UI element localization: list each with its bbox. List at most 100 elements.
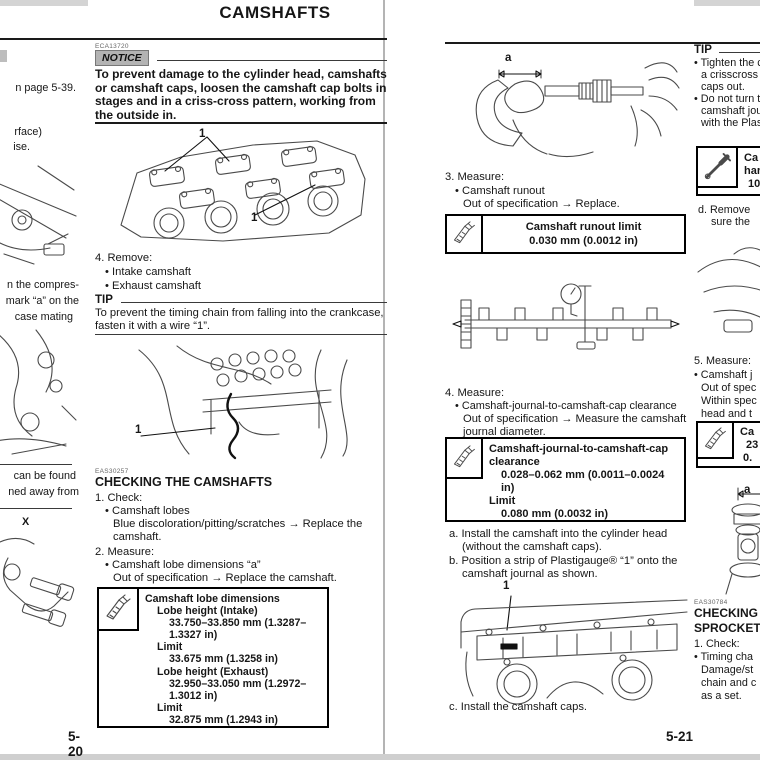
section-code: EAS30784: [694, 599, 728, 606]
step-measure: 2. Measure:: [95, 546, 155, 558]
page-title: CAMSHAFTS: [219, 3, 331, 22]
measure-result: Out of specification → Replace.: [463, 198, 620, 210]
torque-line: Ca: [744, 152, 759, 164]
tip-rule: [719, 52, 760, 53]
margin-text: case mating: [14, 311, 73, 323]
caliper-icon: [97, 587, 139, 631]
section-code: EAS30257: [95, 468, 129, 475]
spec-row: 33.750–33.850 mm (1.3287–1.3327 in): [169, 617, 307, 642]
tip-rule: [121, 302, 387, 303]
spec-row: 32.875 mm (1.2943 in): [169, 713, 278, 726]
torque-line: 10: [748, 178, 760, 190]
list-item: • Exhaust camshaft: [105, 280, 201, 292]
spec-row: 33.675 mm (1.3258 in): [169, 653, 278, 666]
spec-title: Camshaft-journal-to-camshaft-cap clearan…: [489, 443, 669, 468]
right-main-column: a 3. Measure: • Camshaft runout Out of s…: [445, 0, 688, 754]
spec-row: Lobe height (Exhaust): [157, 665, 269, 678]
section-title: CHECKING THE CAMSHAFTS: [95, 475, 273, 489]
substep-c: c. Install the camshaft caps.: [449, 701, 588, 713]
tip-line: • Do not turn t: [694, 93, 760, 105]
spec-value: 0.030 mm (0.0012 in): [529, 234, 638, 247]
figure-cylinder-head-camshafts: [120, 136, 366, 242]
spec-value: 0.028–0.062 mm (0.0011–0.0024 in): [501, 469, 665, 494]
left-main-column: ECA13720 NOTICE To prevent damage to the…: [95, 0, 387, 754]
torque-wrench-icon: [696, 146, 738, 188]
tip-text: To prevent the timing chain from falling…: [95, 307, 384, 333]
right-page-rule: [445, 42, 760, 44]
left-margin-column: n page 5-39. rface) ise. n the compres- …: [0, 0, 83, 759]
spec-limit-label: Limit: [489, 495, 516, 507]
spec-row: Limit: [157, 701, 183, 714]
figure-callout: 1: [135, 424, 142, 436]
step-measure-5: 5. Measure:: [694, 355, 752, 367]
measure5-line: head and t: [701, 408, 753, 420]
step-measure-4: 4. Measure:: [445, 387, 505, 399]
left-page-rule: [0, 38, 387, 40]
right-margin-column: TIP • Tighten the c a crisscross caps ou…: [694, 0, 760, 754]
spec-limit-value: 0.080 mm (0.0032 in): [501, 508, 609, 520]
figure-plastigauge-on-journal: [460, 595, 688, 705]
caliper-icon: [445, 437, 483, 479]
page-number-left: 5-20: [68, 729, 84, 759]
spec-line: 0.: [743, 452, 753, 464]
margin-text: ned away from: [8, 486, 79, 498]
step-measure-3: 3. Measure:: [445, 171, 505, 183]
measure5-line: Within spec: [701, 395, 757, 407]
section-title-line: SPROCKETS: [694, 621, 760, 635]
tip-line: camshaft jou: [701, 105, 760, 117]
spec-row: Limit: [157, 641, 183, 654]
section-title-line: CHECKING T: [694, 606, 760, 620]
spec-title: Camshaft runout limit: [525, 221, 642, 233]
spec-box-journal-diameter: Ca 23 0.: [696, 421, 760, 468]
notice-code: ECA13720: [95, 43, 129, 50]
margin-text: can be found: [13, 470, 76, 482]
list-item: • Camshaft-journal-to-camshaft-cap clear…: [455, 400, 677, 412]
check-result: Blue discoloration/pitting/scratches → R…: [113, 518, 363, 544]
figure-journal-micrometer-fragment: [725, 487, 760, 595]
tip-line: • Tighten the c: [694, 57, 760, 69]
measure-result: Out of specification → Measure the camsh…: [463, 413, 687, 439]
notice-text: To prevent damage to the cylinder head, …: [95, 67, 387, 122]
spec-box-journal-clearance: Camshaft-journal-to-camshaft-cap clearan…: [445, 437, 686, 522]
margin-text: n page 5-39.: [15, 82, 76, 94]
substep-d-line: sure the: [711, 216, 751, 228]
figure-label-x: X: [22, 516, 30, 528]
spec-line: Ca: [740, 426, 755, 438]
notice-bottom-rule: [95, 122, 387, 124]
check-line: • Timing cha: [694, 651, 753, 663]
margin-text: mark “a” on the: [5, 295, 79, 307]
spec-box-runout-limit: Camshaft runout limit 0.030 mm (0.0012 i…: [445, 214, 686, 254]
figure-engine-fragment-1: [0, 165, 77, 265]
tip-line: a crisscross: [701, 69, 758, 81]
dimension-label: a: [505, 52, 512, 64]
list-item: • Camshaft lobes: [105, 505, 190, 517]
tip-line: with the Plas: [701, 117, 760, 129]
notice-tag: NOTICE: [95, 50, 149, 66]
figure-hand-fragment: [697, 247, 760, 333]
figure-engine-fragment-2: [0, 329, 77, 455]
figure-callout: 1: [503, 580, 510, 592]
list-item: • Camshaft lobe dimensions “a”: [105, 559, 261, 571]
torque-line: har: [744, 165, 760, 177]
figure-callout: 1: [199, 128, 206, 140]
spec-title: Camshaft lobe dimensions: [145, 593, 280, 605]
substep-b: b. Position a strip of Plastigauge® “1” …: [449, 555, 678, 581]
caliper-icon: [696, 421, 734, 459]
spec-line: 23: [746, 439, 759, 451]
check-line: chain and c: [701, 677, 757, 689]
measure-result: Out of specification → Replace the camsh…: [113, 572, 337, 584]
tip-rule-fragment: [0, 508, 72, 509]
list-item: • Camshaft runout: [455, 185, 545, 197]
tip-label: TIP: [95, 294, 113, 306]
step-remove: 4. Remove:: [95, 252, 153, 264]
margin-text: rface): [14, 126, 42, 138]
measure5-line: • Camshaft j: [694, 369, 753, 381]
margin-text: n the compres-: [6, 279, 79, 291]
step-check: 1. Check:: [95, 492, 143, 504]
page-gutter-divider: [383, 0, 385, 754]
page-edge-top-left: [0, 0, 88, 6]
check-line: as a set.: [701, 690, 742, 702]
tip-rule-fragment: [0, 464, 72, 465]
substep-d-line: d. Remove: [698, 204, 751, 216]
